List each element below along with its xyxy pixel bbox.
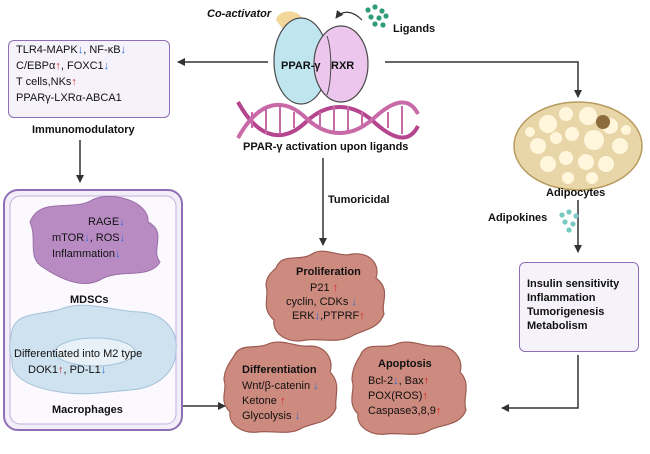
apoptosis-blob [351,341,467,435]
up-arrow-icon: ↑ [359,310,365,322]
inflammation-text: Inflammation [52,248,115,260]
bax-text: , Bax [398,375,424,387]
down-arrow-icon: ↓ [120,44,127,56]
adipo-effect-1: Insulin sensitivity [527,278,620,290]
differentiation-wnt: Wnt/β-catenin ↓ [242,380,319,393]
immunomodulatory-box [8,40,170,118]
caspase-text: Caspase3,8,9 [368,405,436,417]
adipokines-label: Adipokines [488,212,548,224]
activation-caption: PPAR-γ activation upon ligands [243,141,409,153]
apoptosis-caspase: Caspase3,8,9↑ [368,405,441,418]
macrophage-line-2: DOK1↑, PD-L1↓ [28,364,106,377]
mtor-text: mTOR [52,232,85,244]
proliferation-erk: ERK↓,PTPRF↑ [292,310,365,323]
bcl2-text: Bcl-2 [368,375,394,387]
ketone-text: Ketone [242,395,277,407]
ppar-label: PPAR-γ [281,60,321,72]
p21-text: P21 [310,282,330,294]
up-arrow-icon: ↑ [332,282,339,294]
down-arrow-icon: ↓ [103,60,110,72]
pox-text: POX(ROS) [368,390,423,402]
adipo-effect-2: Inflammation [527,292,596,304]
cebpa-text: C/EBPα [16,60,56,72]
down-arrow-icon: ↓ [119,216,125,228]
ligand-dots [365,4,389,28]
tlr4-mapk-text: TLR4-MAPK [16,44,78,56]
nfkb-text: , NF-κB [83,44,121,56]
mdsc-label: MDSCs [70,294,109,306]
proliferation-cyclin: cyclin, CDKs ↓ [286,296,357,309]
up-arrow-icon: ↑ [423,375,430,387]
up-arrow-icon: ↑ [422,390,428,402]
up-arrow-icon: ↑ [71,76,77,88]
down-arrow-icon: ↓ [313,380,319,392]
immuno-line-1: TLR4-MAPK↓, NF-κB↓ [16,44,126,57]
immuno-line-4: PPARγ-LXRα-ABCA1 [16,92,122,104]
tumoricidal-label: Tumoricidal [328,194,390,206]
immunomodulatory-label: Immunomodulatory [32,124,135,136]
rxr-label: RXR [331,60,355,72]
ros-text: , ROS [89,232,120,244]
down-arrow-icon: ↓ [351,296,357,308]
mdsc-inflammation: Inflammation↓ [52,248,120,261]
foxc1-text: , FOXC1 [60,60,104,72]
down-arrow-icon: ↓ [294,410,301,422]
ligands-label: Ligands [393,23,436,35]
adipokine-dots [559,209,579,233]
adipo-effect-4: Metabolism [527,320,588,332]
up-arrow-icon: ↑ [57,364,64,376]
down-arrow-icon: ↓ [77,44,84,56]
mdsc-rage: RAGE↓ [88,216,125,229]
up-arrow-icon: ↑ [435,405,442,417]
macrophage-line-1: Differentiated into M2 type [14,348,143,360]
apoptosis-bcl2: Bcl-2↓, Bax↑ [368,375,429,388]
adipocytes-label: Adipocytes [546,187,606,199]
differentiation-glycolysis: Glycolysis ↓ [242,410,300,423]
down-arrow-icon: ↓ [114,248,121,260]
down-arrow-icon: ↓ [314,310,321,322]
dok1-text: DOK1 [28,364,58,376]
wnt-text: Wnt/β-catenin [242,380,311,392]
rage-text: RAGE [88,216,120,228]
mdsc-mtor-ros: mTOR↓, ROS↓ [52,232,125,245]
adipocyte-effects-box [519,262,639,352]
up-arrow-icon: ↑ [55,60,61,72]
rxr-shape [313,25,369,103]
down-arrow-icon: ↓ [119,232,126,244]
pdl1-text: , PD-L1 [63,364,101,376]
differentiation-blob [223,341,338,433]
differentiation-title: Differentiation [242,364,317,376]
apoptosis-title: Apoptosis [378,358,432,370]
erk-text: ERK [292,310,315,322]
up-arrow-icon: ↑ [279,395,286,407]
ptprf-text: ,PTPRF [320,310,360,322]
glycolysis-text: Glycolysis [242,410,292,422]
adipocyte-cell [513,101,643,191]
proliferation-p21: P21 ↑ [310,282,338,295]
down-arrow-icon: ↓ [84,232,90,244]
apoptosis-pox: POX(ROS)↑ [368,390,428,403]
differentiation-ketone: Ketone ↑ [242,395,285,408]
immuno-line-3: T cells,NKs↑ [16,76,77,89]
tcells-text: T cells,NKs [16,76,72,88]
down-arrow-icon: ↓ [393,375,399,387]
mdsc-cell [29,196,161,284]
proliferation-blob [265,250,386,342]
dna-helix [236,100,420,140]
cyclin-text: cyclin, CDKs [286,296,349,308]
immuno-line-2: C/EBPα↑, FOXC1↓ [16,60,109,73]
coactivator-label: Co-activator [207,8,272,20]
macrophage-label: Macrophages [52,404,123,416]
adipo-effect-3: Tumorigenesis [527,306,605,318]
proliferation-title: Proliferation [296,266,361,278]
down-arrow-icon: ↓ [100,364,107,376]
